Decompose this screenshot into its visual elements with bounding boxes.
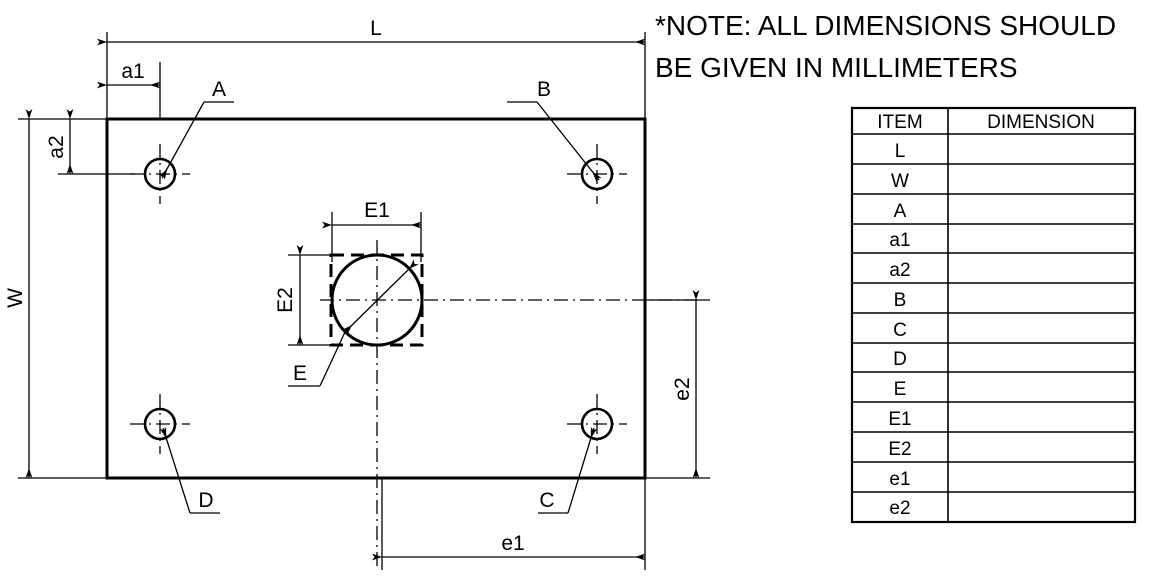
leader-line-E bbox=[319, 331, 346, 387]
plate-outline bbox=[105, 117, 647, 480]
table-cell-item: E1 bbox=[888, 409, 911, 430]
table-cell-item: E bbox=[894, 379, 907, 400]
hole-A bbox=[130, 144, 190, 204]
table-cell-item: e1 bbox=[889, 469, 910, 490]
table-cell-item: a2 bbox=[889, 260, 910, 281]
hole-A-circle bbox=[143, 157, 177, 191]
table-cell-item: A bbox=[894, 201, 907, 222]
dimension-label-a2: a2 bbox=[45, 135, 68, 158]
center-bore-diameter-line bbox=[342, 259, 419, 335]
hole-B bbox=[567, 144, 627, 204]
table-cell-item: W bbox=[891, 171, 909, 192]
note-line-1: *NOTE: ALL DIMENSIONS SHOULD bbox=[655, 10, 1116, 41]
leader-line-D bbox=[159, 427, 191, 514]
table-cell-item: L bbox=[895, 141, 906, 162]
dimension-label-E2: E2 bbox=[274, 287, 297, 313]
hole-C bbox=[567, 394, 627, 454]
feature-label-A: A bbox=[212, 78, 226, 101]
dimension-label-width: W bbox=[4, 288, 27, 308]
table-cell-item: e2 bbox=[889, 498, 910, 519]
dimension-table: ITEM DIMENSION L W A a1 a2 B C D E E1 E2… bbox=[850, 106, 1137, 524]
feature-label-B: B bbox=[537, 78, 551, 101]
hole-D-circle bbox=[143, 407, 177, 441]
dimension-label-a1: a1 bbox=[121, 60, 144, 83]
feature-label-D: D bbox=[198, 489, 213, 512]
table-cell-item: C bbox=[893, 320, 907, 341]
table-cell-item: D bbox=[893, 349, 907, 370]
leader-line-B bbox=[536, 101, 602, 182]
table-cell-item: B bbox=[894, 290, 907, 311]
center-bore-circle bbox=[330, 253, 424, 347]
table-cell-item: a1 bbox=[889, 230, 910, 251]
dimension-label-e2: e2 bbox=[671, 377, 694, 400]
table-border bbox=[850, 106, 1137, 524]
hole-C-circle bbox=[580, 407, 614, 441]
feature-label-C: C bbox=[539, 489, 554, 512]
note-line-2: BE GIVEN IN MILLIMETERS bbox=[655, 52, 1018, 83]
dimension-label-E1: E1 bbox=[364, 199, 390, 222]
table-header-item: ITEM bbox=[877, 112, 922, 133]
table-header-dimension: DIMENSION bbox=[987, 112, 1095, 133]
leader-line-A bbox=[159, 101, 205, 180]
leader-line-C bbox=[567, 427, 598, 514]
table-cell-item: E2 bbox=[888, 439, 911, 460]
dimension-label-length: L bbox=[370, 17, 382, 40]
hole-D bbox=[130, 394, 190, 454]
feature-label-E: E bbox=[293, 362, 307, 385]
dimension-label-e1: e1 bbox=[501, 532, 524, 555]
hole-B-circle bbox=[580, 157, 614, 191]
